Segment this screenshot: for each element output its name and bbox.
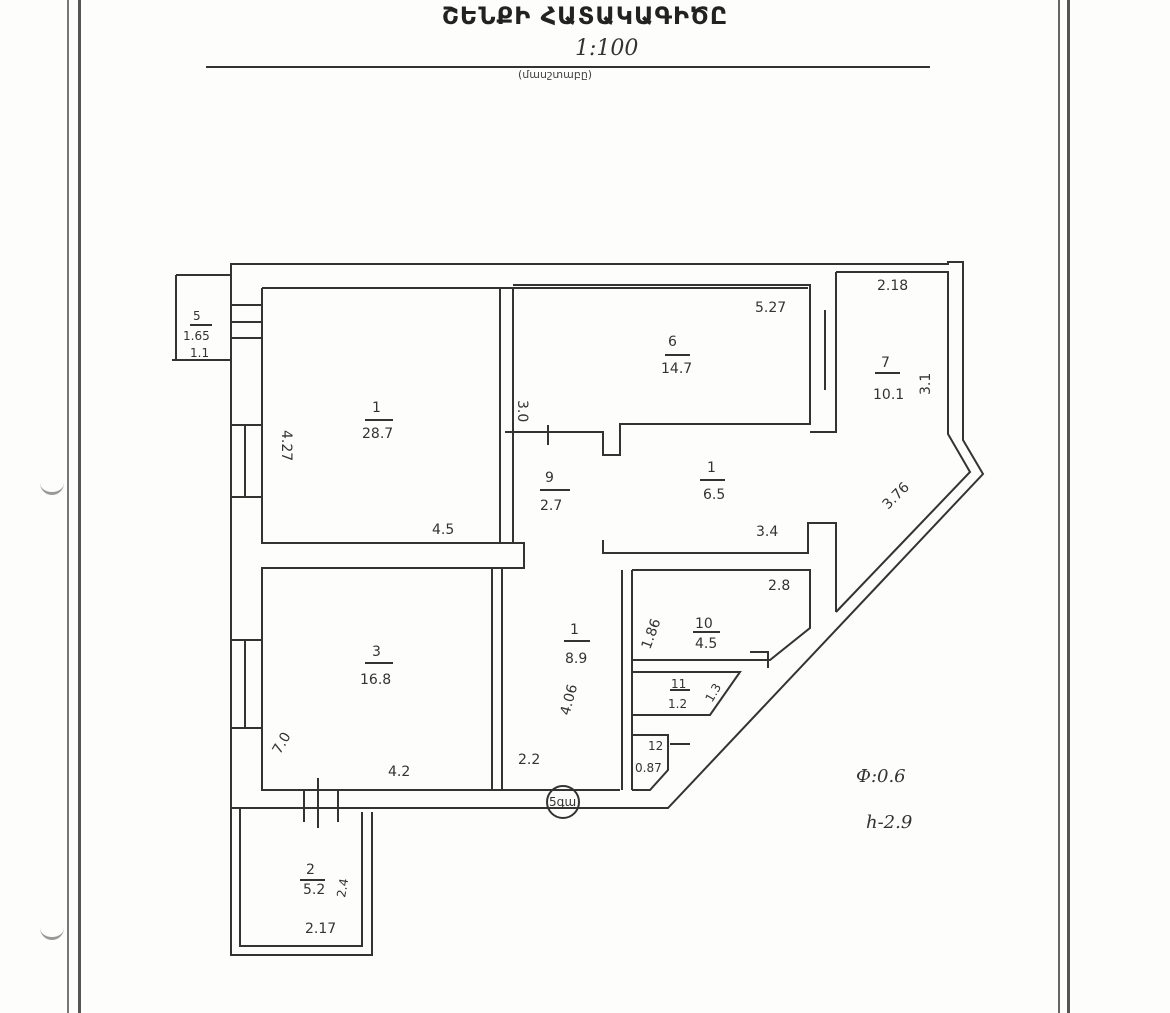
room-area: 8.9 xyxy=(565,651,587,667)
room-dimension: 3.4 xyxy=(756,524,778,540)
room-number: 2 xyxy=(306,862,315,878)
room-number: 1 xyxy=(570,622,579,638)
outer-wall xyxy=(230,261,985,809)
room-dimension: 4.27 xyxy=(278,430,294,461)
room-number: 1 xyxy=(707,460,716,476)
room-area: 6.5 xyxy=(703,487,725,503)
room-number: 9 xyxy=(545,470,554,486)
room-dimension: 2.18 xyxy=(877,278,908,294)
room-area: 1.65 xyxy=(183,329,210,343)
document-title: ՇԵՆՔԻ ՀԱՏԱԿԱԳԻԾԸ xyxy=(441,2,729,30)
room-area: 2.7 xyxy=(540,498,562,514)
room-number: 1 xyxy=(372,400,381,416)
room-dimension: 2.2 xyxy=(518,752,540,768)
room-area: 10.1 xyxy=(873,387,904,403)
room-number: 10 xyxy=(695,616,713,632)
scale-caption: (մասշտաբը) xyxy=(518,68,593,81)
title-underline xyxy=(206,66,930,68)
room-dimension: 4.5 xyxy=(432,522,454,538)
punch-hole-mark xyxy=(40,480,64,495)
room-area: 28.7 xyxy=(362,426,393,442)
room-dimension: 5.27 xyxy=(755,300,786,316)
room-7-wall xyxy=(835,271,972,613)
entrance-marker: 5գա xyxy=(549,795,576,809)
room-dimension: 4.2 xyxy=(388,764,410,780)
room-dimension: 2.8 xyxy=(768,578,790,594)
room-dimension: 7.0 xyxy=(270,730,295,757)
room-dimension: 2.4 xyxy=(334,877,351,898)
note-line-1: Ф:0.6 xyxy=(856,766,906,787)
room-dimension: 3.76 xyxy=(880,479,913,512)
page-border-left xyxy=(67,0,81,1013)
room-number: 11 xyxy=(671,677,686,691)
room-dimension: 3.1 xyxy=(918,373,934,395)
room-number: 5 xyxy=(193,309,201,323)
room-dimension: 2.17 xyxy=(305,921,336,937)
room-dimension: 1.1 xyxy=(190,346,209,360)
room-dimension: 4.06 xyxy=(558,683,582,717)
room-number: 12 xyxy=(648,739,663,753)
room-area: 16.8 xyxy=(360,672,391,688)
room-area: 5.2 xyxy=(303,882,325,898)
room-number: 6 xyxy=(668,334,677,350)
room-number: 3 xyxy=(372,644,381,660)
room-dimension: 1.3 xyxy=(702,681,724,705)
room-dimension: 1.86 xyxy=(639,617,665,652)
room-area: 0.87 xyxy=(635,761,662,775)
page-border-right xyxy=(1058,0,1070,1013)
room-area: 1.2 xyxy=(668,697,687,711)
note-line-2: h-2.9 xyxy=(866,812,913,833)
room-area: 14.7 xyxy=(661,361,692,377)
room-dimension: 3.0 xyxy=(514,400,530,422)
room-area: 4.5 xyxy=(695,636,717,652)
room-number: 7 xyxy=(881,355,890,371)
scale-value: 1:100 xyxy=(575,36,639,61)
punch-hole-mark xyxy=(40,925,64,940)
left-rooms-wall xyxy=(261,288,620,791)
